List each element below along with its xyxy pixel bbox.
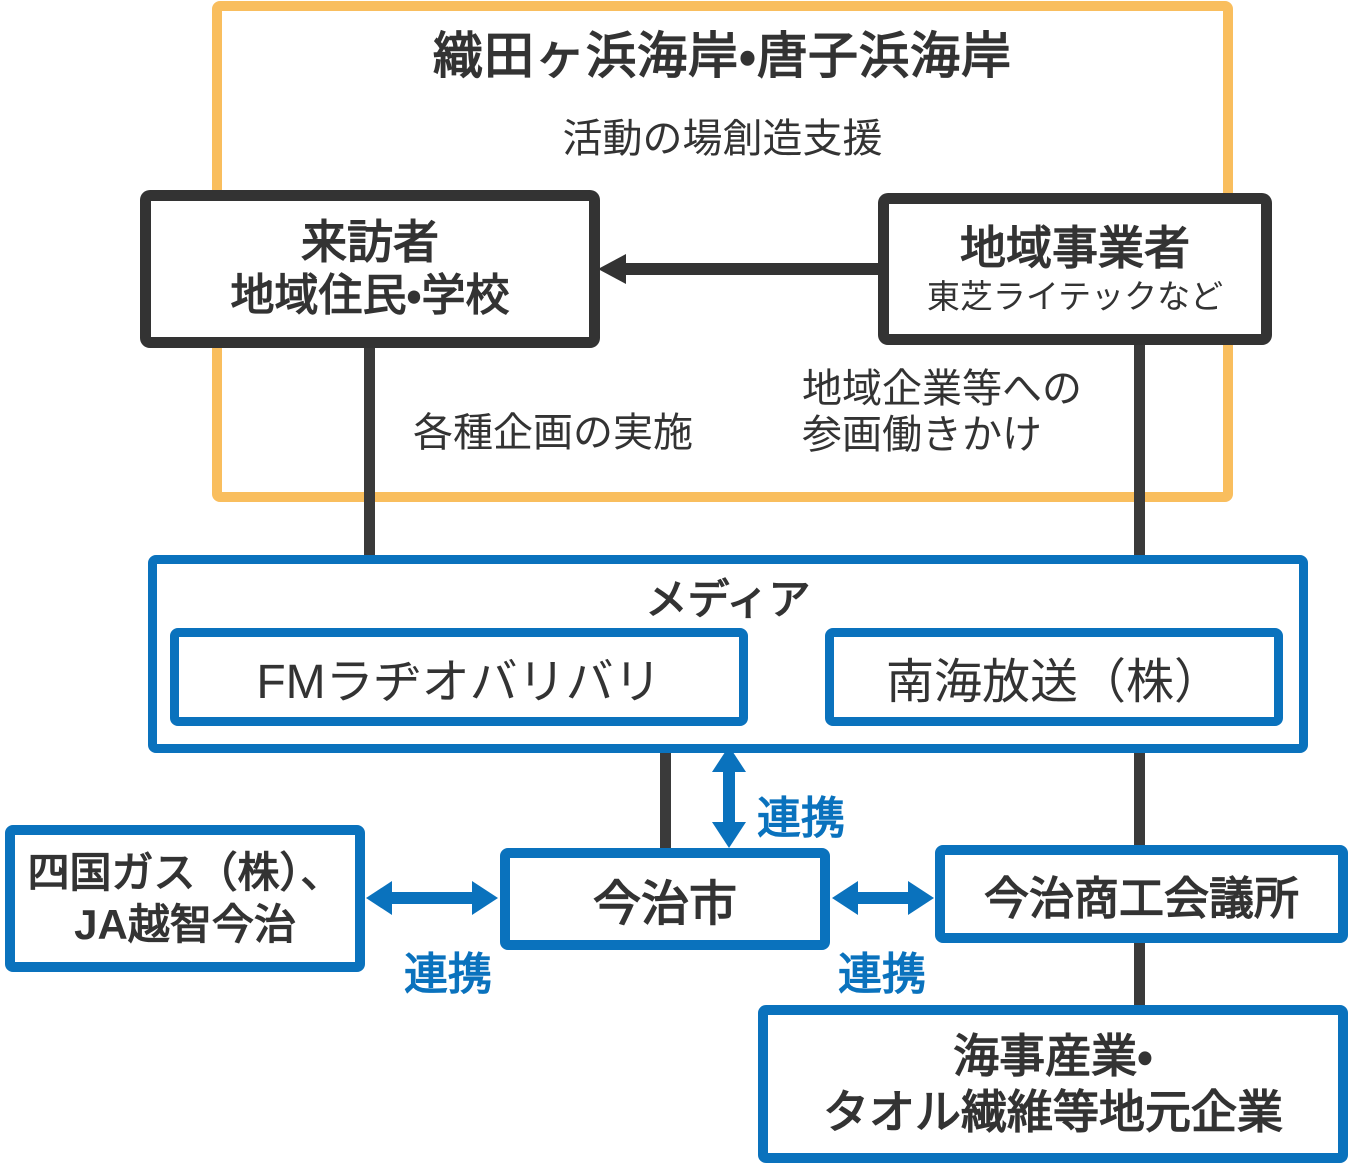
gas-ja-box: 四国ガス（株）、 JA越智今治 <box>5 825 365 972</box>
visitors-line2: 地域住民・学校 <box>230 271 510 321</box>
participation-label: 地域企業等への 参画働きかけ <box>802 366 1082 459</box>
connector-chamber-local-companies <box>1134 941 1145 1007</box>
support-arrow-head-icon <box>598 254 626 284</box>
gas-city-arrow-left-icon <box>366 881 392 915</box>
media-title: メディア <box>645 576 811 623</box>
local-companies-line1: 海事産業・ <box>953 1029 1153 1082</box>
chamber-box: 今治商工会議所 <box>935 845 1348 943</box>
connector-media-city <box>660 751 671 850</box>
media-city-link-label: 連携 <box>757 794 845 843</box>
connector-media-chamber <box>1134 751 1145 847</box>
planning-label: 各種企画の実施 <box>413 411 693 455</box>
city-box: 今治市 <box>500 848 830 950</box>
businesses-box: 地域事業者 東芝ライテックなど <box>878 193 1272 345</box>
local-companies-box: 海事産業・ タオル繊維等地元企業 <box>758 1005 1348 1163</box>
city-chamber-arrow-right-icon <box>908 881 934 915</box>
city-chamber-arrow-left-icon <box>832 881 858 915</box>
media-city-arrow-shaft <box>723 770 735 824</box>
broadcaster-box: 南海放送（株） <box>825 628 1283 726</box>
city-chamber-arrow-shaft <box>856 892 908 904</box>
gas-city-arrow-right-icon <box>472 881 498 915</box>
businesses-line1: 地域事業者 <box>960 221 1190 274</box>
city-chamber-link-label: 連携 <box>838 950 926 999</box>
participation-line2: 参画働きかけ <box>802 413 1042 458</box>
businesses-line2: 東芝ライテックなど <box>926 277 1224 315</box>
gas-ja-line2: JA越智今治 <box>74 900 296 948</box>
participation-line1: 地域企業等への <box>802 367 1082 411</box>
media-city-arrow-down-icon <box>712 822 746 848</box>
gas-city-arrow-shaft <box>390 892 472 904</box>
media-city-arrow-up-icon <box>712 746 746 772</box>
connector-businesses-media <box>1134 343 1145 558</box>
support-arrow-shaft <box>622 263 878 275</box>
fm-radio-box: FMラヂオバリバリ <box>170 628 748 726</box>
local-companies-line2: タオル繊維等地元企業 <box>823 1086 1283 1138</box>
broadcaster-label: 南海放送（株） <box>885 656 1222 709</box>
city-label: 今治市 <box>592 878 737 931</box>
visitors-box: 来訪者 地域住民・学校 <box>140 190 600 348</box>
chamber-label: 今治商工会議所 <box>983 872 1299 924</box>
gas-city-link-label: 連携 <box>404 950 492 999</box>
visitors-line1: 来訪者 <box>301 216 439 268</box>
connector-visitors-media <box>364 346 375 558</box>
support-label: 活動の場創造支援 <box>562 117 883 161</box>
gas-ja-line1: 四国ガス（株）、 <box>27 849 343 897</box>
beach-area-title: 織田ヶ浜海岸・唐子浜海岸 <box>433 28 1012 84</box>
fm-radio-label: FMラヂオバリバリ <box>256 656 662 709</box>
